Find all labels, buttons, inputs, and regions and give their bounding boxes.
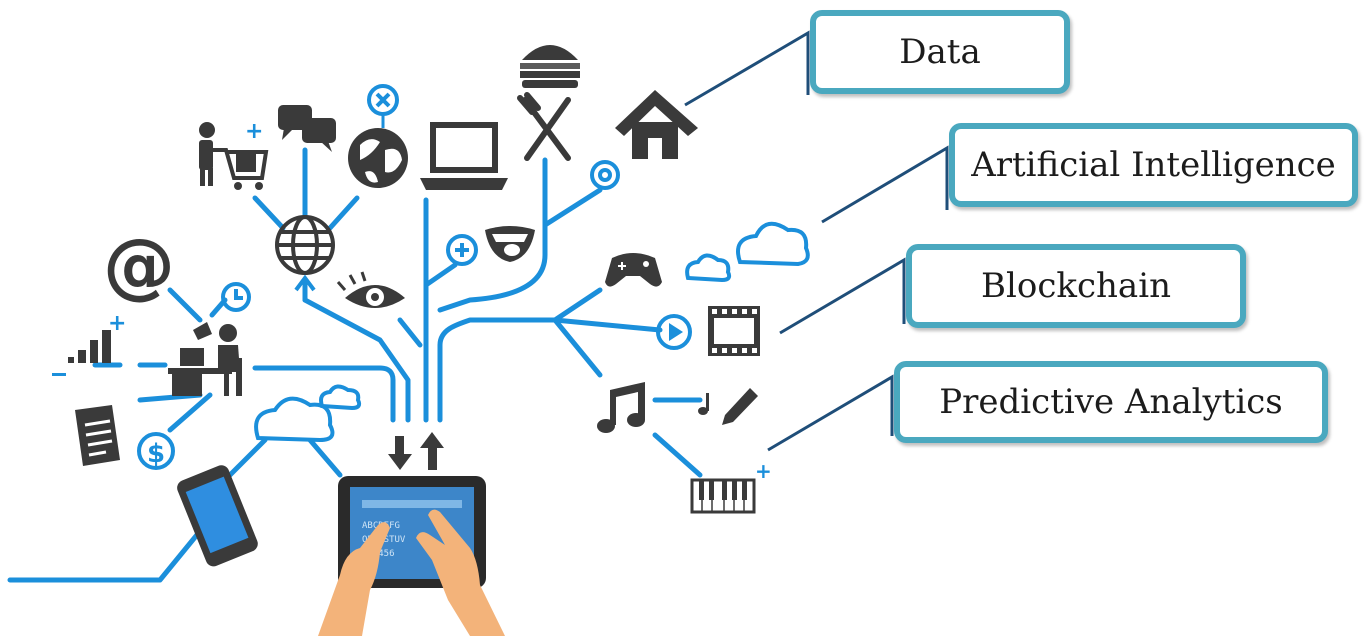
callout-data-label: Data (899, 32, 981, 72)
pencil-icon (698, 388, 758, 425)
burger-icon (520, 45, 580, 88)
svg-text:@: @ (103, 223, 175, 307)
svg-text:$: $ (147, 439, 165, 469)
at-sign-icon: @ (103, 223, 175, 307)
document-icon (75, 405, 120, 466)
callout-blockchain: Blockchain (906, 244, 1246, 328)
callout-connectors (684, 30, 949, 452)
plus-circle-icon (446, 234, 478, 266)
up-arrow-icon (294, 274, 316, 292)
callout-artificial-intelligence: Artificial Intelligence (949, 123, 1358, 207)
svg-text:+: + (245, 119, 263, 144)
download-arrow-icon (388, 436, 412, 470)
internet-icon (275, 215, 335, 275)
music-note-icon (597, 382, 645, 433)
network-lines (7, 147, 703, 583)
upload-arrow-icon (420, 432, 444, 470)
smartphone-icon (177, 465, 258, 567)
game-controller-icon (605, 253, 662, 287)
bar-chart-icon: + (52, 311, 126, 376)
fork-knife-icon (517, 92, 571, 161)
film-strip-icon (708, 306, 760, 356)
office-worker-icon (168, 322, 242, 396)
house-icon (615, 90, 698, 159)
hands-illustration (318, 509, 505, 636)
close-circle-icon (367, 84, 399, 128)
mouth-icon (485, 226, 535, 262)
callout-ai-label: Artificial Intelligence (971, 145, 1336, 185)
callout-blockchain-label: Blockchain (981, 266, 1171, 306)
svg-text:+: + (755, 459, 772, 483)
eye-icon (336, 271, 405, 308)
target-icon (590, 160, 620, 190)
dollar-icon: $ (137, 432, 175, 470)
callout-data: Data (810, 10, 1070, 94)
shopping-cart-icon: + (199, 119, 269, 190)
svg-text:+: + (108, 311, 126, 336)
callout-predictive-analytics: Predictive Analytics (894, 361, 1328, 443)
laptop-icon (420, 122, 508, 190)
globe-icon (348, 128, 408, 188)
clock-icon (221, 282, 251, 312)
chat-bubbles-icon (278, 105, 336, 152)
callout-predictive-label: Predictive Analytics (939, 382, 1283, 422)
cloud-icon (254, 221, 810, 443)
play-button-icon (656, 314, 692, 350)
piano-keys-icon: + (690, 459, 772, 514)
